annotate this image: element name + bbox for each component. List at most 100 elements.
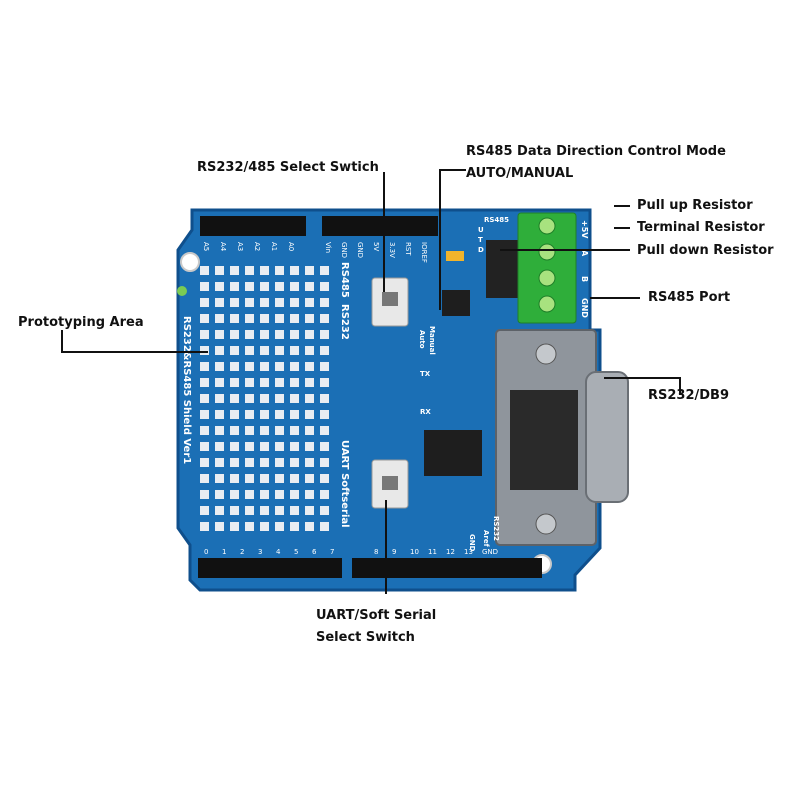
proto-pad	[290, 490, 299, 499]
proto-pad	[215, 314, 224, 323]
proto-pad	[290, 298, 299, 307]
proto-pad	[245, 506, 254, 515]
proto-pad	[215, 506, 224, 515]
silk-aref: Aref	[482, 530, 490, 548]
proto-pad	[200, 330, 209, 339]
proto-pad	[275, 458, 284, 467]
resistor-jumpers	[486, 240, 518, 298]
proto-pad	[245, 378, 254, 387]
proto-pad	[305, 474, 314, 483]
silk-rs232: RS232	[339, 304, 350, 340]
pin-label: 13	[464, 548, 473, 556]
proto-pad	[245, 410, 254, 419]
callout-prototyping	[61, 330, 208, 353]
label-rs485-port: RS485 Port	[648, 290, 731, 305]
proto-pad	[215, 426, 224, 435]
proto-pad	[320, 458, 329, 467]
proto-pad	[260, 426, 269, 435]
proto-pad	[200, 410, 209, 419]
silk-term-gnd: GND	[580, 298, 589, 318]
terminal-screw	[538, 217, 556, 235]
proto-pad	[230, 346, 239, 355]
proto-pad	[245, 298, 254, 307]
led	[446, 251, 464, 261]
proto-pad	[290, 522, 299, 531]
terminal-screw	[538, 269, 556, 287]
proto-pad	[230, 298, 239, 307]
proto-pad	[305, 298, 314, 307]
proto-pad	[305, 410, 314, 419]
proto-pad	[245, 474, 254, 483]
silk-auto: Auto	[418, 330, 426, 349]
pin-label: A5	[202, 242, 210, 251]
proto-pad	[230, 378, 239, 387]
proto-pad	[290, 410, 299, 419]
proto-pad	[320, 282, 329, 291]
proto-pad	[305, 442, 314, 451]
proto-pad	[245, 346, 254, 355]
proto-pad	[245, 362, 254, 371]
proto-pad	[200, 490, 209, 499]
rs232-485-switch-knob	[382, 292, 398, 306]
pin-label: GND	[482, 548, 498, 556]
proto-pad	[290, 266, 299, 275]
proto-pad	[320, 442, 329, 451]
proto-pad	[275, 442, 284, 451]
terminal-screw	[538, 295, 556, 313]
proto-pad	[320, 346, 329, 355]
proto-pad	[245, 282, 254, 291]
proto-pad	[260, 474, 269, 483]
proto-pad	[305, 330, 314, 339]
proto-pad	[260, 266, 269, 275]
proto-pad	[290, 282, 299, 291]
rs232-chip	[424, 430, 482, 476]
proto-pad	[245, 394, 254, 403]
proto-pad	[275, 298, 284, 307]
proto-pad	[305, 490, 314, 499]
proto-pad	[305, 362, 314, 371]
proto-pad	[290, 378, 299, 387]
proto-pad	[230, 362, 239, 371]
proto-pad	[245, 314, 254, 323]
db9-screw	[535, 343, 557, 365]
proto-pad	[245, 490, 254, 499]
proto-pad	[260, 458, 269, 467]
proto-pad	[320, 426, 329, 435]
analog-header	[200, 216, 306, 236]
proto-pad	[305, 378, 314, 387]
proto-pad	[290, 362, 299, 371]
proto-pad	[275, 266, 284, 275]
proto-pad	[290, 458, 299, 467]
proto-pad	[200, 426, 209, 435]
proto-pad	[305, 506, 314, 515]
pin-label: 11	[428, 548, 437, 556]
proto-pad	[275, 330, 284, 339]
pin-label: 1	[222, 548, 226, 556]
proto-pad	[200, 474, 209, 483]
proto-pad	[200, 314, 209, 323]
proto-pad	[200, 506, 209, 515]
mounting-hole	[180, 252, 200, 272]
uart-switch-knob	[382, 476, 398, 490]
proto-pad	[290, 506, 299, 515]
proto-pad	[200, 458, 209, 467]
proto-pad	[245, 266, 254, 275]
proto-pad	[320, 394, 329, 403]
proto-pad	[230, 266, 239, 275]
proto-pad	[215, 330, 224, 339]
proto-pad	[215, 298, 224, 307]
proto-pad	[260, 330, 269, 339]
proto-pad	[320, 266, 329, 275]
label-uart-line2: Select Switch	[316, 630, 415, 645]
proto-pad	[275, 506, 284, 515]
pin-label: 0	[204, 548, 208, 556]
proto-pad	[305, 346, 314, 355]
digital-header-low	[198, 558, 342, 578]
proto-pad	[260, 506, 269, 515]
proto-pad	[260, 394, 269, 403]
proto-pad	[290, 474, 299, 483]
proto-pad	[215, 346, 224, 355]
proto-pad	[215, 522, 224, 531]
proto-pad	[305, 522, 314, 531]
